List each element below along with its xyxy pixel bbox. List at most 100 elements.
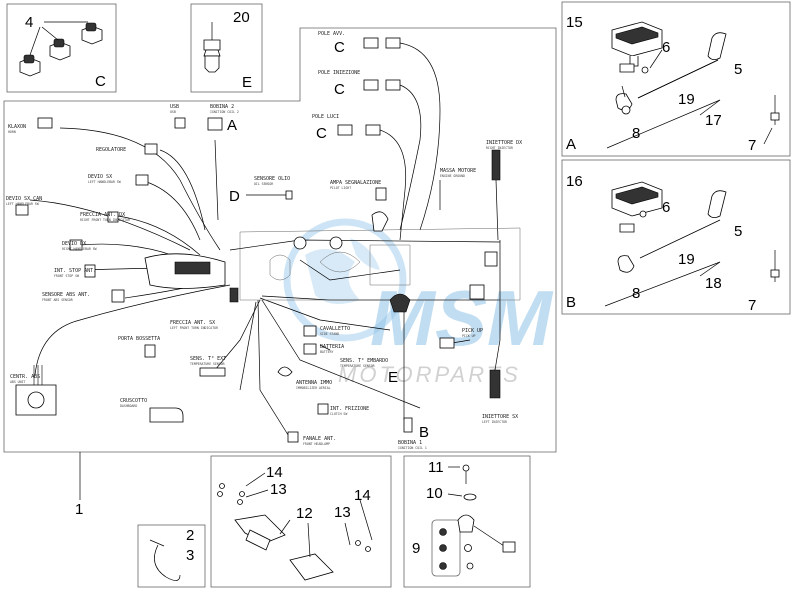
- ref-a-main: A: [227, 117, 237, 134]
- ref-b-letter: B: [566, 294, 576, 311]
- callout-20: 20: [233, 9, 250, 26]
- label-freccia-ant-dx-sub: RIGHT FRONT TURN INDICATOR: [80, 218, 130, 222]
- callout-9: 9: [412, 540, 420, 557]
- label-int-frizione-sub: CLUTCH SW: [330, 412, 347, 416]
- callout-7a: 7: [748, 137, 756, 154]
- label-antenna-immo-sub: IMMOBILIZER AERIAL: [296, 386, 331, 390]
- label-int-stop-ant-sub: FRONT STOP SW: [54, 274, 79, 278]
- label-devio-dx-sub: RIGHT HANDLEBAR SW: [62, 247, 97, 251]
- panel-sensor-mount: 11 10 9: [403, 455, 531, 588]
- label-sens-t-embardo: SENS. T° EMBARDO: [340, 358, 388, 364]
- label-devio-sx-can: DEVIO SX CAN: [6, 196, 42, 202]
- panel-clamp: 2 3: [137, 524, 206, 588]
- label-fanale-ant: FANALE ANT.: [303, 436, 336, 442]
- switch-part: [19, 22, 103, 77]
- label-antenna-immo: ANTENNA IMMO: [296, 380, 332, 386]
- callout-17: 17: [705, 112, 722, 129]
- label-pick-up: PICK UP: [462, 328, 483, 334]
- label-batteria-sub: BATTERY: [320, 350, 334, 354]
- callout-19a: 19: [678, 91, 695, 108]
- label-regolatore: REGOLATORE: [96, 147, 126, 153]
- label-devio-sx: DEVIO SX: [88, 174, 112, 180]
- label-usb: USB: [170, 104, 179, 110]
- label-iniettore-sx: INIETTORE SX: [482, 414, 518, 420]
- panel-c-switches: 4 C: [6, 3, 117, 93]
- panel-b-ignition-coil: 16 6 5 19 18 8 7 B: [561, 159, 791, 315]
- label-klaxon-sub: HORN: [8, 130, 16, 134]
- lower-connectors: FRECCIA ANT. SX LEFT FRONT TURN INDICATO…: [118, 320, 336, 446]
- label-bobina-2: BOBINA 2: [210, 104, 234, 110]
- label-cruscotto: CRUSCOTTO: [120, 398, 147, 404]
- label-pole-avv: POLE AVV.: [318, 31, 345, 37]
- label-centr-abs: CENTR. ABS: [10, 374, 40, 380]
- panel-a-ignition-coil: 15 6 5 19 17 8 7 A: [561, 1, 791, 157]
- label-int-frizione: INT. FRIZIONE: [330, 406, 369, 412]
- right-connectors: CAVALLETTO SIDE STAND BATTERIA BATTERY S…: [277, 325, 518, 450]
- label-bobina-1-sub: IGNITION COIL 1: [398, 446, 427, 450]
- panel-bracket: 14 13 12 13 14: [210, 455, 392, 588]
- callout-13b: 13: [334, 504, 351, 521]
- ref-b-main: B: [419, 424, 429, 441]
- watermark: MSM MOTORPARTS: [283, 218, 554, 387]
- callout-6a: 6: [662, 39, 670, 56]
- callout-6b: 6: [662, 199, 670, 216]
- label-batteria: BATTERIA: [320, 344, 344, 350]
- label-pole-luci: POLE LUCI: [312, 114, 339, 120]
- label-sensore-abs: SENSORE ABS ANT.: [42, 292, 90, 298]
- callout-16: 16: [566, 173, 583, 190]
- label-sensore-olio-sub: OIL SENSOR: [254, 182, 273, 186]
- ref-a-letter: A: [566, 136, 576, 153]
- callout-18: 18: [705, 275, 722, 292]
- callout-14b: 14: [354, 487, 371, 504]
- label-pole-iniezione: POLE INIEZIONE: [318, 70, 360, 76]
- label-ampa-segnalazione: AMPA SEGNALAZIONE: [330, 180, 381, 186]
- callout-11: 11: [428, 459, 444, 476]
- ref-c-starter: C: [334, 39, 345, 56]
- ref-e-main: E: [388, 369, 398, 386]
- label-sens-t-ext: SENS. T° EXT: [190, 356, 226, 362]
- callout-5b: 5: [734, 223, 742, 240]
- label-devio-sx-sub: LEFT HANDLEBAR SW: [88, 180, 121, 184]
- callout-8b: 8: [632, 285, 640, 302]
- label-freccia-ant-sx-sub: LEFT FRONT TURN INDICATOR: [170, 326, 218, 330]
- middle-connectors: USB USB BOBINA 2 IGNITION COIL 2 A D SEN…: [170, 104, 522, 232]
- ref-c-lights: C: [316, 125, 327, 142]
- callout-4: 4: [25, 14, 33, 31]
- label-pick-up-sub: PICK UP: [462, 334, 476, 338]
- ref-d-main: D: [229, 188, 240, 205]
- label-devio-dx: DEVIO DX: [62, 241, 86, 247]
- label-cavalletto-sub: SIDE STAND: [320, 332, 339, 336]
- left-connectors: KLAXON HORN REGOLATORE DEVIO SX LEFT HAN…: [6, 117, 158, 416]
- harness-frame: [144, 227, 521, 313]
- label-devio-sx-can-sub: LEFT HANDLEBAR SW: [6, 202, 39, 206]
- label-cruscotto-sub: DASHBOARD: [120, 404, 137, 408]
- label-massa-motore: MASSA MOTORE: [440, 168, 476, 174]
- label-centr-abs-sub: ABS UNIT: [10, 380, 25, 384]
- ref-c-injection: C: [334, 81, 345, 98]
- label-sens-t-ext-sub: TEMPERATURE SENSOR: [190, 362, 225, 366]
- label-sensore-abs-sub: FRONT ABS SENSOR: [42, 298, 73, 302]
- callout-13a: 13: [270, 481, 287, 498]
- label-massa-motore-sub: ENGINE GROUND: [440, 174, 465, 178]
- relay-connectors: C POLE AVV. C POLE INIEZIONE C POLE LUCI: [312, 31, 401, 142]
- callout-14a: 14: [266, 464, 283, 481]
- callout-12: 12: [296, 505, 313, 522]
- label-sensore-olio: SENSORE OLIO: [254, 176, 290, 182]
- label-bobina-1: BOBINA 1: [398, 440, 422, 446]
- label-iniettore-dx-sub: RIGHT INJECTOR: [486, 146, 513, 150]
- label-sens-t-embardo-sub: TEMPERATURE SENSOR: [340, 364, 375, 368]
- label-freccia-ant-dx: FRECCIA ANT. DX: [80, 212, 125, 218]
- label-fanale-ant-sub: FRONT HEADLAMP: [303, 442, 330, 446]
- panel-e-sensor: 20 E: [190, 3, 263, 93]
- label-porta-bossetta: PORTA BOSSETTA: [118, 336, 160, 342]
- callout-10: 10: [426, 485, 443, 502]
- label-freccia-ant-sx: FRECCIA ANT. SX: [170, 320, 215, 326]
- label-int-stop-ant: INT. STOP ANT.: [54, 268, 96, 274]
- callout-2: 2: [186, 527, 194, 544]
- label-bobina-2-sub: IGNITION COIL 2: [210, 110, 239, 114]
- callout-5a: 5: [734, 61, 742, 78]
- label-ampa-segnalazione-sub: PILOT LIGHT: [330, 186, 351, 190]
- watermark-sub: MOTORPARTS: [338, 362, 521, 387]
- callout-15: 15: [566, 14, 583, 31]
